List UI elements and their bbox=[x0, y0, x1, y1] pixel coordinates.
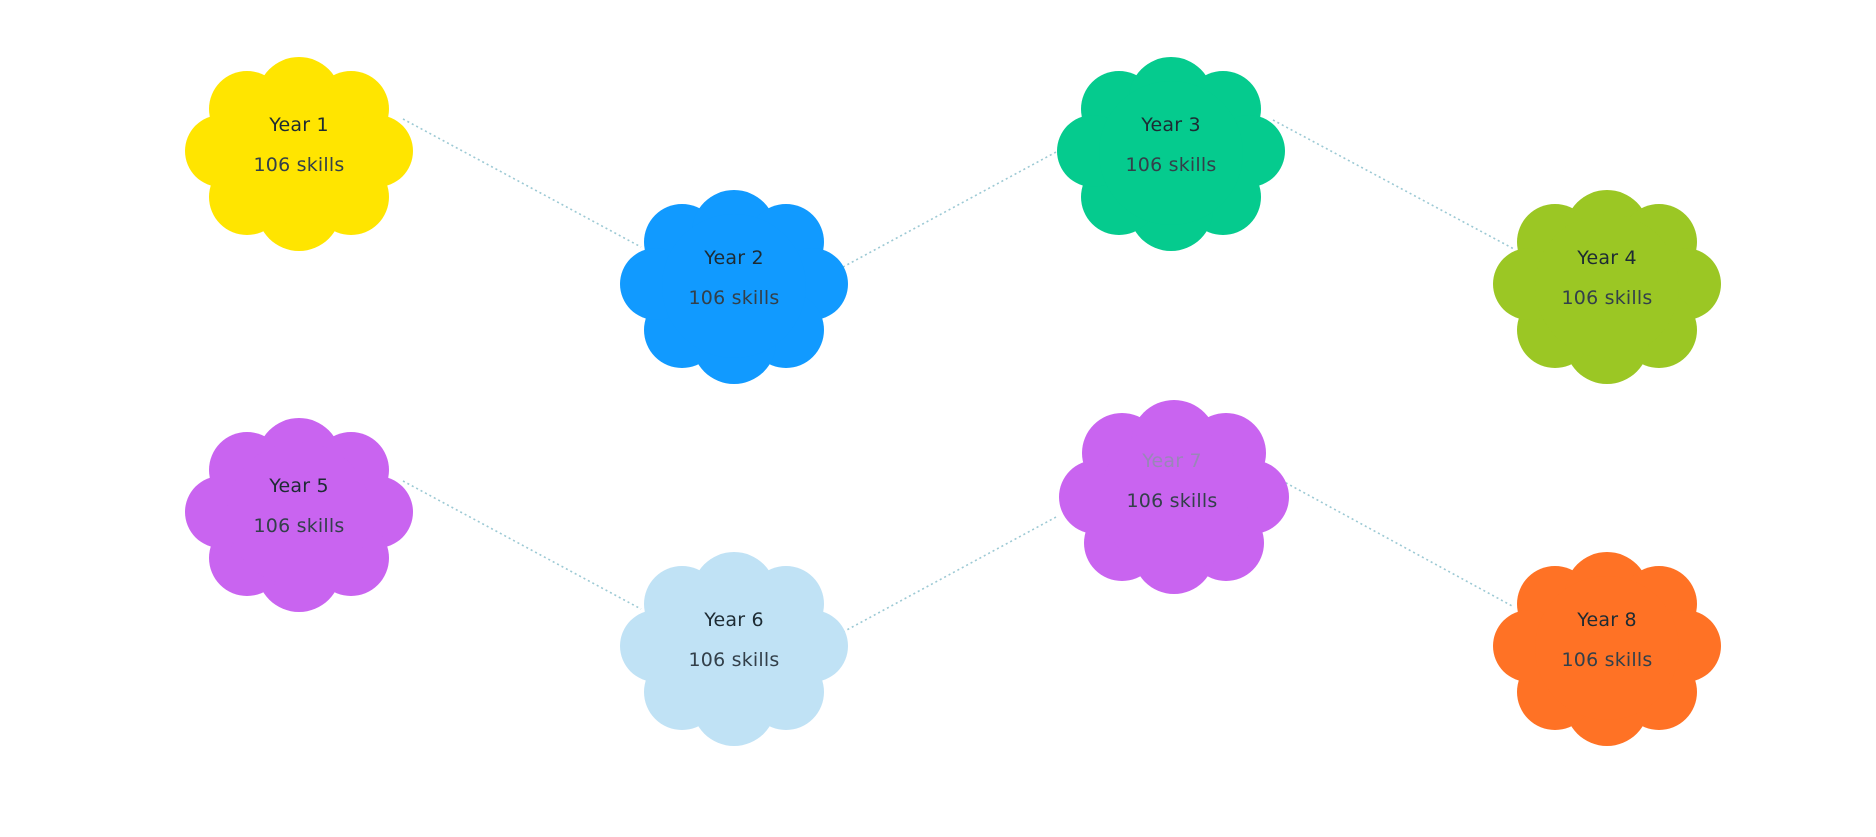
cloud-shape bbox=[185, 57, 413, 251]
cloud-fill bbox=[1493, 190, 1721, 384]
cloud-fill bbox=[185, 57, 413, 251]
cloud-fill bbox=[620, 190, 848, 384]
year-title: Year 7 bbox=[1142, 450, 1202, 472]
year-4-cloud[interactable]: Year 4 106 skills bbox=[1487, 180, 1727, 396]
skills-count: 106 skills bbox=[1126, 490, 1218, 512]
cloud-fill bbox=[1057, 57, 1285, 251]
connector-year3-year4 bbox=[1272, 119, 1515, 250]
year-title: Year 1 bbox=[269, 114, 329, 136]
year-title: Year 6 bbox=[704, 609, 764, 631]
cloud-fill bbox=[620, 552, 848, 746]
cloud-shape bbox=[1493, 552, 1721, 746]
skills-count: 106 skills bbox=[1125, 154, 1217, 176]
year-2-cloud[interactable]: Year 2 106 skills bbox=[614, 180, 854, 396]
year-title: Year 5 bbox=[269, 475, 329, 497]
year-1-cloud[interactable]: Year 1 106 skills bbox=[179, 47, 419, 263]
year-6-cloud[interactable]: Year 6 106 skills bbox=[614, 542, 854, 758]
cloud-shape bbox=[1493, 190, 1721, 384]
skills-count: 106 skills bbox=[1561, 287, 1653, 309]
year-title: Year 8 bbox=[1577, 609, 1637, 631]
skills-count: 106 skills bbox=[253, 515, 345, 537]
connector-year1-year2 bbox=[402, 118, 642, 248]
skills-count: 106 skills bbox=[688, 649, 780, 671]
cloud-shape bbox=[1057, 57, 1285, 251]
year-title: Year 4 bbox=[1577, 247, 1637, 269]
cloud-fill bbox=[1493, 552, 1721, 746]
year-5-cloud[interactable]: Year 5 106 skills bbox=[179, 408, 419, 624]
cloud-shape bbox=[620, 190, 848, 384]
skills-count: 106 skills bbox=[688, 287, 780, 309]
connector-year6-year7 bbox=[842, 515, 1059, 633]
connector-year7-year8 bbox=[1276, 477, 1515, 608]
year-title: Year 3 bbox=[1141, 114, 1201, 136]
cloud-shape bbox=[620, 552, 848, 746]
connector-year5-year6 bbox=[402, 480, 642, 610]
year-7-cloud[interactable]: Year 7 106 skills bbox=[1052, 395, 1292, 611]
cloud-shape bbox=[185, 418, 413, 612]
cloud-fill bbox=[185, 418, 413, 612]
year-3-cloud[interactable]: Year 3 106 skills bbox=[1051, 47, 1291, 263]
cloud-shape bbox=[1059, 400, 1289, 594]
connector-year2-year3 bbox=[842, 150, 1059, 268]
cloud-fill bbox=[1059, 400, 1289, 594]
year-title: Year 2 bbox=[704, 247, 764, 269]
skills-count: 106 skills bbox=[1561, 649, 1653, 671]
year-8-cloud[interactable]: Year 8 106 skills bbox=[1487, 542, 1727, 758]
skills-count: 106 skills bbox=[253, 154, 345, 176]
